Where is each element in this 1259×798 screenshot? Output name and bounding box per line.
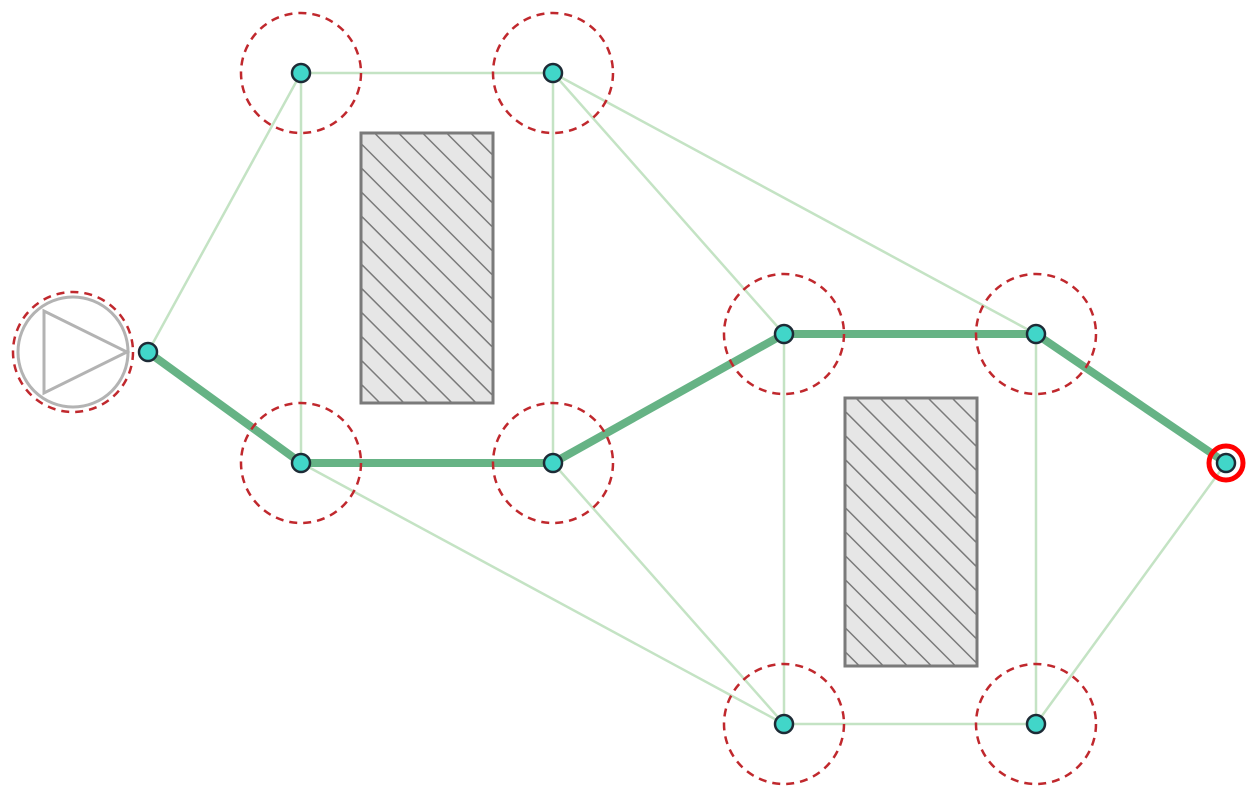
obstacle-lower [843, 396, 979, 668]
node-n6 [1025, 323, 1047, 345]
clearance-circle-n7 [722, 662, 846, 786]
node-n4 [542, 452, 564, 474]
roadmap-edge-n8-goal [1034, 462, 1228, 725]
node-n7 [773, 713, 795, 735]
node-n8 [1025, 713, 1047, 735]
path-segment-start-n3 [144, 348, 305, 467]
solution-path [144, 330, 1230, 467]
robot-body-circle [16, 295, 130, 409]
node-n5 [773, 323, 795, 345]
clearance-circle-n1 [239, 11, 363, 135]
goal-marker-ring [1206, 443, 1246, 483]
clearance-circle-n4 [491, 401, 615, 525]
obstacles [359, 131, 979, 668]
roadmap-nodes [137, 62, 1237, 735]
node-n3 [290, 452, 312, 474]
node-goal [1215, 452, 1237, 474]
robot-icon [11, 290, 135, 414]
obstacle-upper [359, 131, 495, 405]
clearance-circle-n2 [491, 11, 615, 135]
path-segment-n4-n5 [549, 330, 788, 467]
clearance-circle-n8 [974, 662, 1098, 786]
path-segment-n6-goal [1032, 330, 1230, 467]
node-start [137, 341, 159, 363]
triangle-in-circle-icon [42, 308, 131, 396]
roadmap-edge-n4-n7 [552, 462, 785, 725]
roadmap-edge-n3-n7 [300, 461, 785, 726]
roadmap-edge-n2-n5 [552, 72, 785, 335]
clearance-circles [239, 11, 1098, 786]
node-n1 [290, 62, 312, 84]
node-n2 [542, 62, 564, 84]
clearance-circle-n3 [239, 401, 363, 525]
roadmap-edge-start-n1 [146, 72, 303, 353]
roadmap-edges [146, 71, 1228, 726]
robot-clearance-circle [11, 290, 135, 414]
clearance-circle-n6 [974, 272, 1098, 396]
clearance-circle-n5 [722, 272, 846, 396]
roadmap-edge-n2-n6 [552, 71, 1037, 336]
